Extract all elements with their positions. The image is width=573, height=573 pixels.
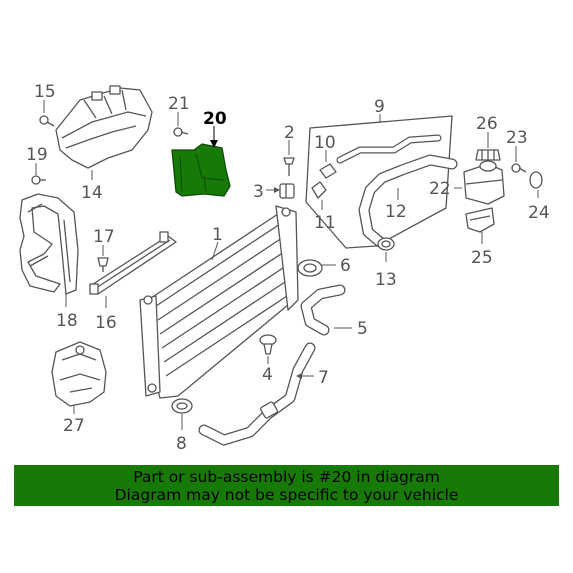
- banner-line-2: Diagram may not be specific to your vehi…: [114, 485, 459, 504]
- part-13-clamp: [377, 237, 395, 251]
- callout-12: 12: [385, 202, 407, 222]
- banner-line-1: Part or sub-assembly is #20 in diagram: [133, 467, 440, 486]
- part-22-reservoir: [463, 160, 505, 205]
- part-2-bolt: [283, 157, 295, 176]
- part-19-bolt: [31, 175, 46, 185]
- callout-25: 25: [471, 248, 493, 268]
- part-5-hose: [300, 284, 346, 336]
- part-14-air-duct: [55, 85, 153, 169]
- callout-22: 22: [429, 179, 451, 199]
- part-3-clip: [279, 183, 295, 199]
- part-25-bracket: [465, 207, 495, 233]
- callout-3: 3: [253, 182, 264, 202]
- part-11-fitting: [311, 181, 327, 199]
- part-info-banner: Part or sub-assembly is #20 in diagram D…: [14, 465, 559, 506]
- part-6-clamp: [297, 259, 323, 277]
- callout-16: 16: [95, 313, 117, 333]
- callout-7: 7: [318, 368, 329, 388]
- callout-20-highlighted: 20: [203, 109, 227, 129]
- callout-13: 13: [375, 270, 397, 290]
- part-27-housing: [51, 341, 107, 407]
- part-16-bracket: [89, 231, 177, 295]
- callout-8: 8: [176, 434, 187, 454]
- callout-9: 9: [374, 97, 385, 117]
- part-18-seal: [19, 193, 79, 295]
- callout-10: 10: [314, 133, 336, 153]
- callout-27: 27: [63, 416, 85, 436]
- callout-26: 26: [476, 114, 498, 134]
- part-26-cap: [475, 149, 501, 161]
- callout-17: 17: [93, 227, 115, 247]
- part-24-grommet: [529, 171, 543, 189]
- part-10-clamp: [319, 163, 337, 179]
- callout-21: 21: [168, 94, 190, 114]
- part-15-bolt: [39, 115, 55, 127]
- part-8-clamp: [171, 398, 193, 414]
- callout-1: 1: [212, 225, 223, 245]
- part-12-hose: [358, 154, 458, 248]
- part-7-hose: [198, 342, 316, 446]
- callout-23: 23: [506, 128, 528, 148]
- callout-19: 19: [26, 145, 48, 165]
- part-17-clip: [97, 257, 109, 272]
- part-23-bolt: [511, 163, 527, 173]
- callout-15: 15: [34, 82, 56, 102]
- callout-11: 11: [314, 213, 336, 233]
- callout-6: 6: [340, 256, 351, 276]
- callout-18: 18: [56, 311, 78, 331]
- callout-4: 4: [262, 365, 273, 385]
- callout-labels: 1 2 3 4 5 6 7 8 9 10 11 12 13 14 15 16 1…: [26, 82, 550, 454]
- callout-14: 14: [81, 183, 103, 203]
- part-20-air-guide-highlighted: [171, 143, 231, 197]
- part-21-bolt: [173, 127, 189, 137]
- part-1-radiator: [139, 205, 299, 399]
- callout-2: 2: [284, 123, 295, 143]
- callout-24: 24: [528, 203, 550, 223]
- part-4-plug: [259, 334, 277, 355]
- callout-5: 5: [357, 319, 368, 339]
